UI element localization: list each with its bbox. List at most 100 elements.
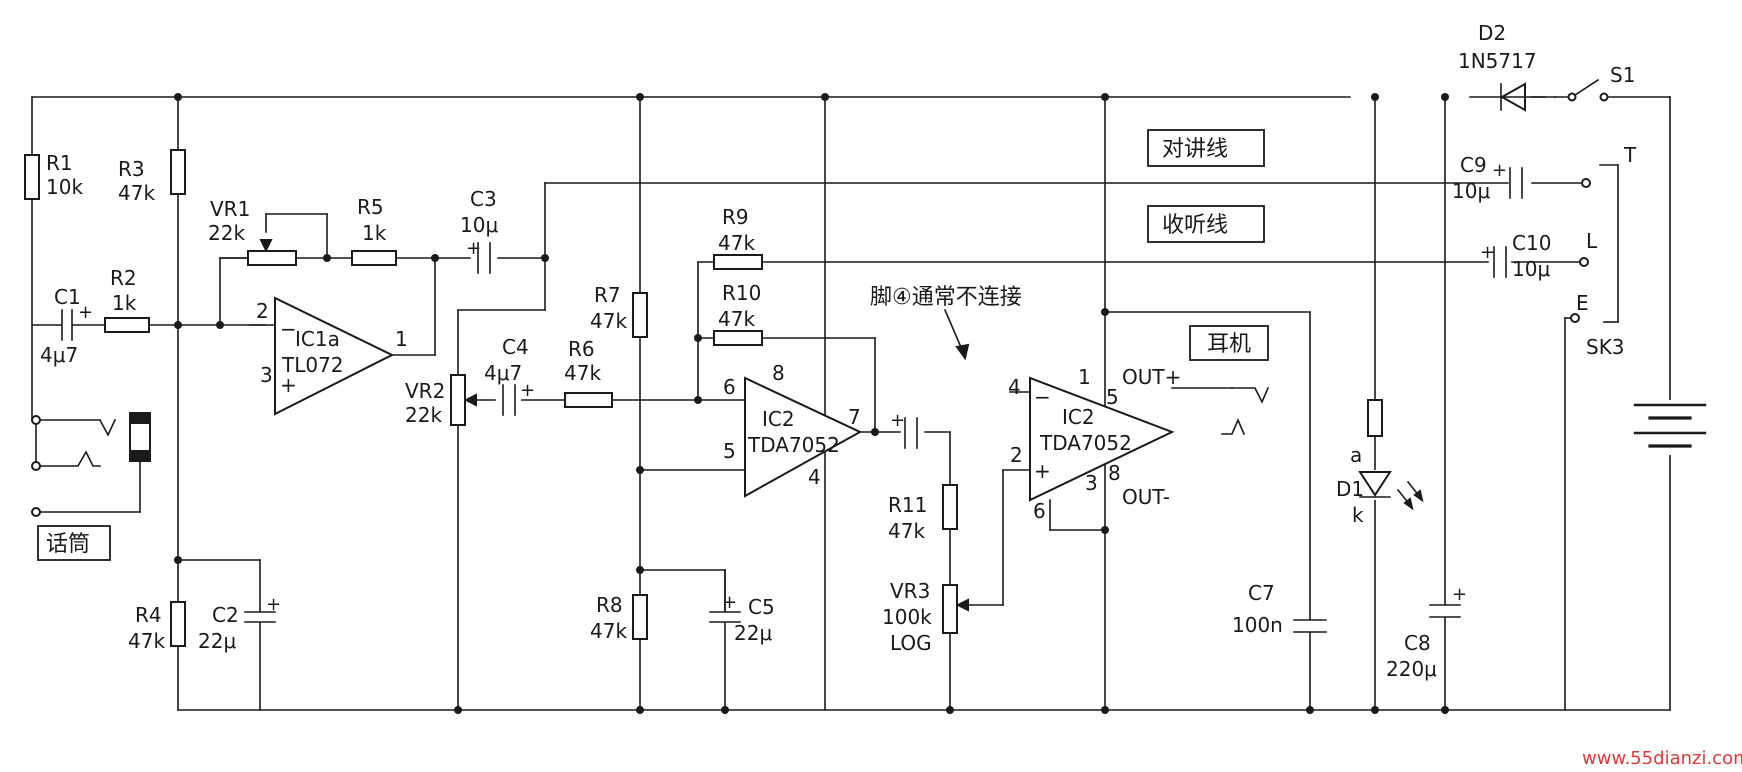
watermark: www.55dianzi.com [1582,748,1742,769]
ic2b-pin1: 1 [1078,365,1091,389]
ic2b-pin8: 8 [1108,461,1121,485]
r8-ref: R8 [596,593,623,617]
c1-ref: C1 [54,285,81,309]
ic2b-ref: IC2 [1062,405,1095,429]
earphone-box [1189,325,1269,361]
d2-part: 1N5717 [1458,49,1537,73]
component-labels: R1 10k R3 47k VR1 22k R5 1k C3 10μ + C1 … [40,21,1637,681]
ic1-ref: IC1a [295,327,340,351]
vr2-value: 22k [405,403,442,427]
r5-value: 1k [362,221,387,245]
ic2b-pin2: 2 [1010,443,1023,467]
ic2b-plus: + [1034,459,1051,483]
diodes [1358,82,1556,511]
resistor-vr3 [942,584,958,634]
opamp-ic1a [274,296,395,416]
pot-wipers [259,239,969,612]
resistor-r7 [632,292,648,338]
resistor-r3 [170,149,186,195]
d1-anode: a [1350,443,1362,467]
c8-value: 220μ [1386,657,1437,681]
capacitor-c8 [1430,605,1460,617]
vr3-ref: VR3 [890,579,930,603]
r4-ref: R4 [135,603,162,627]
r9-ref: R9 [722,205,749,229]
c5-ref: C5 [748,595,775,619]
ic1-pin1: 1 [395,327,408,351]
capacitor-c2 [245,612,275,622]
r9-value: 47k [718,231,755,255]
capacitors [61,167,1523,711]
c6-plus: + [890,410,905,431]
r11-value: 47k [888,519,925,543]
d2-ref: D2 [1478,21,1506,45]
c2-value: 22μ [198,629,236,653]
resistor-r6 [564,392,613,408]
resistor-led [1367,399,1383,437]
switch-socket-battery [31,78,1710,517]
resistor-r1 [24,154,40,200]
ic1-part: TL072 [281,353,344,377]
r4-value: 47k [128,629,165,653]
c9-plus: + [1492,160,1507,181]
resistor-vr2 [450,374,466,426]
socket-t-contact [1581,178,1591,188]
r2-ref: R2 [110,266,137,290]
ic2b-minus: − [1034,385,1051,409]
amplifiers [249,296,1175,502]
ic2b-pin6: 6 [1033,499,1046,523]
r1-value: 10k [46,175,83,199]
vr3-taper: LOG [890,631,932,655]
microphone-label: 话筒 [46,532,90,557]
ic1-minus: − [280,317,297,341]
ic1-pin3: 3 [260,363,273,387]
s1-ref: S1 [1610,63,1635,87]
c10-plus: + [1480,242,1495,263]
socket-t: T [1623,143,1637,167]
earphone-label: 耳机 [1207,332,1251,357]
r6-ref: R6 [568,337,595,361]
junction-dots [174,93,1449,714]
resistors [24,149,1383,647]
capacitor-c3 [478,243,490,273]
c4-ref: C4 [502,335,529,359]
c8-plus: + [1452,584,1467,605]
ic1-pin2: 2 [256,299,269,323]
c7-ref: C7 [1248,581,1275,605]
c4-value: 4μ7 [484,361,522,385]
c1-value: 4μ7 [40,343,78,367]
ic2a-part: TDA7052 [747,433,840,457]
r7-value: 47k [590,309,627,333]
ic2a-ref: IC2 [762,407,795,431]
ic2a-pin7: 7 [848,405,861,429]
r1-ref: R1 [46,151,73,175]
r10-value: 47k [718,307,755,331]
switch-s1 [1573,78,1600,97]
socket-l: L [1586,229,1598,253]
c2-ref: C2 [212,603,239,627]
capacitor-c10 [1494,247,1506,277]
vr1-ref: VR1 [210,197,250,221]
capacitor-c4 [503,385,515,415]
c3-ref: C3 [470,187,497,211]
capacitor-c9 [1510,168,1522,198]
capacitor-c1 [62,310,72,340]
resistor-r5 [351,250,397,266]
c3-plus: + [466,238,481,259]
r10-ref: R10 [722,281,761,305]
socket-e-contact [1570,313,1580,323]
ic2a-pin6: 6 [723,375,736,399]
c10-value: 10μ [1512,257,1550,281]
listen-line-label: 收听线 [1162,213,1228,238]
microphone [129,412,151,462]
resistor-r2 [104,317,150,333]
c4-plus: + [520,380,535,401]
resistor-vr1 [247,250,297,266]
led-d1 [1358,471,1392,497]
vr2-ref: VR2 [405,379,445,403]
c8-ref: C8 [1404,631,1431,655]
c2-plus: + [266,594,281,615]
ic1-plus: + [280,373,297,397]
battery [1630,400,1710,455]
microphone-box [37,525,111,561]
